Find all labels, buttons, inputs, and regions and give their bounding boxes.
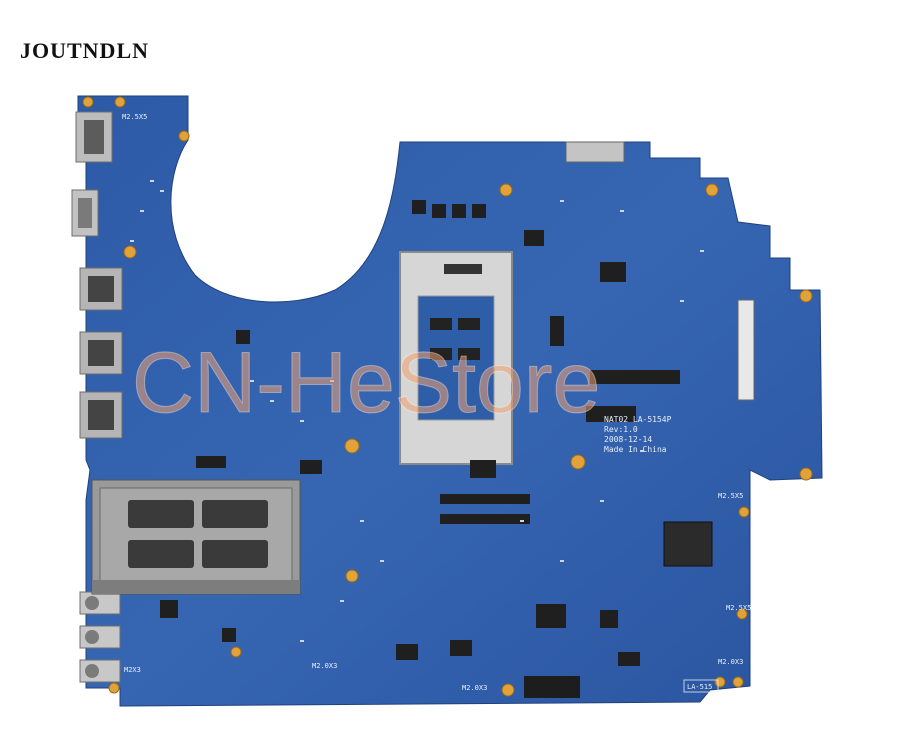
- screw-label: M2.0X3: [312, 662, 337, 670]
- board-model-text: NAT02 LA-5154P: [604, 415, 672, 424]
- smd-components: [130, 180, 704, 642]
- board-part-label: LA-515: [687, 683, 712, 691]
- bottom-connector: [524, 676, 580, 698]
- screw-label: M2.5X5: [718, 492, 743, 500]
- screw-label: M2.0X3: [718, 658, 743, 666]
- expresscard-slot: [91, 479, 301, 595]
- ic-components: [160, 200, 680, 666]
- watermark-text: CN-HeStore: [132, 335, 600, 431]
- screw-label: M2.5X5: [726, 604, 751, 612]
- board-rev-text: Rev:1.0: [604, 425, 638, 434]
- brand-logo-text: JOUTNDLN: [20, 38, 150, 63]
- screw-label: M2.0X3: [462, 684, 487, 692]
- screw-label: M2.5X5: [122, 113, 147, 121]
- mounting-holes: [82, 96, 813, 697]
- io-controller-chip: [663, 521, 713, 567]
- board-date-text: 2008-12-14: [604, 435, 652, 444]
- left-io-ports: [71, 111, 123, 683]
- cpu-socket-bracket: [399, 251, 513, 465]
- right-connector: [737, 299, 755, 401]
- top-connector: [565, 141, 625, 163]
- screw-label: M2X3: [124, 666, 141, 674]
- board-origin-text: Made In China: [604, 445, 667, 454]
